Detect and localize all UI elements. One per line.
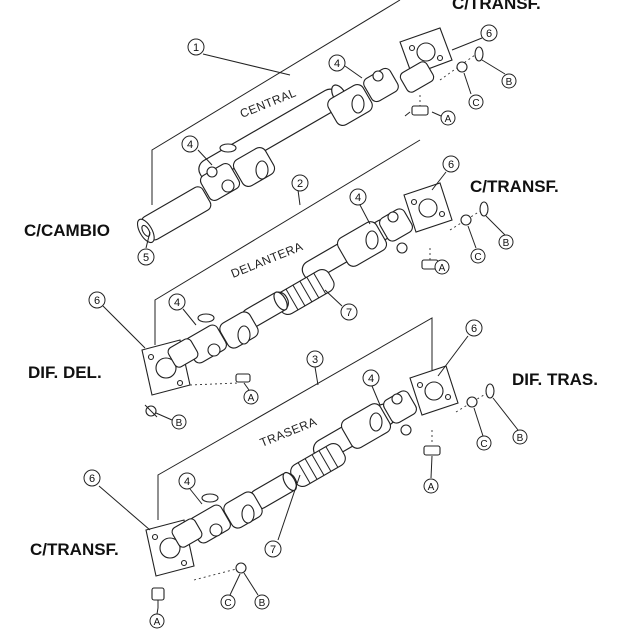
delantera-rear-universal-joint [336,208,413,267]
central-shaft-assembly: C/TRANSF. C/CAMBIO CENTRAL 1 4 4 6 5 [24,0,541,266]
callout-delantera-flange-rear: 6 [431,155,460,191]
trasera-shaft-name: TRASERA [258,414,319,450]
trasera-boot [290,442,346,488]
svg-text:4: 4 [174,297,180,309]
trasera-shaft-assembly: DIF. TRAS. C/TRANSF. TRASERA 3 4 4 6 6 [30,317,598,629]
delantera-front-flange [141,338,199,396]
trasera-bracket-line [157,317,433,520]
callout-trasera-shaft-number: 3 [306,350,324,368]
svg-text:A: A [248,393,255,404]
trasera-rear-flange [409,365,459,416]
svg-text:C: C [472,98,479,109]
svg-text:3: 3 [312,354,318,366]
svg-text:B: B [517,433,524,444]
delantera-shaft-assembly: C/TRANSF. DIF. DEL. DELANTERA 2 4 4 6 6 [28,139,559,430]
svg-text:A: A [428,482,435,493]
svg-text:4: 4 [184,476,190,488]
central-rear-universal-joint [327,67,399,126]
callout-delantera-uj-rear: 4 [349,188,371,225]
svg-text:7: 7 [270,544,276,556]
trasera-rear-universal-joint [340,390,417,449]
svg-text:4: 4 [355,192,361,204]
callout-central-flange: 6 [451,24,498,51]
trasera-hardware [151,383,495,608]
delantera-shaft-name: DELANTERA [229,239,305,281]
svg-text:6: 6 [448,159,454,171]
svg-text:6: 6 [89,473,95,485]
delantera-leader-line [297,189,301,206]
svg-text:C: C [224,598,231,609]
callout-delantera-uj-front: 4 [168,293,197,326]
trasera-front-flange [145,518,203,577]
callout-trasera-bolt-front: A [149,607,165,629]
callout-trasera-flange-rear: 6 [437,319,483,377]
delantera-bracket-line [154,139,421,345]
central-hardware [404,46,484,117]
callout-delantera-bolt-front: A [243,382,259,405]
trasera-front-end-label: C/TRANSF. [30,540,119,559]
svg-text:B: B [503,238,510,249]
svg-text:4: 4 [368,373,374,385]
delantera-front-end-label: DIF. DEL. [28,363,102,382]
callout-trasera-uj-front: 4 [178,472,203,505]
callout-delantera-washer-front: B [155,412,187,430]
callout-delantera-nut-rear: C [467,225,486,264]
delantera-boot [275,268,335,316]
callout-trasera-washer-rear: B [492,397,528,445]
central-front-end-label: C/CAMBIO [24,221,110,240]
svg-text:B: B [259,598,266,609]
central-flange-yoke [399,27,453,93]
svg-text:6: 6 [486,28,492,40]
callout-central-nut: C [463,72,484,110]
callout-trasera-boot: 7 [264,474,301,558]
svg-text:2: 2 [297,178,303,190]
svg-text:6: 6 [471,323,477,335]
svg-text:A: A [154,617,161,628]
svg-text:5: 5 [143,252,149,264]
svg-text:C: C [480,439,487,450]
svg-text:4: 4 [187,139,193,151]
central-bracket-line [151,0,401,205]
callout-central-bolt: A [431,110,456,126]
callout-trasera-bolt-rear: A [423,455,439,494]
callout-delantera-bolt-rear: A [434,259,450,275]
svg-text:4: 4 [334,58,340,70]
callout-delantera-flange-front: 6 [88,291,146,349]
callout-trasera-nut-rear: C [473,407,492,451]
svg-text:1: 1 [193,42,199,54]
delantera-rear-end-label: C/TRANSF. [470,177,559,196]
delantera-rear-flange [403,182,453,233]
trasera-leader-line [314,366,319,386]
callout-trasera-uj-rear: 4 [362,369,381,406]
delantera-hardware [144,201,489,418]
callout-central-washer: B [481,59,517,89]
svg-text:B: B [506,77,513,88]
callout-delantera-washer-rear: B [485,215,514,250]
callout-trasera-washer-front: B [243,572,270,610]
callout-delantera-shaft-number: 2 [291,174,309,192]
callout-central-uj-front: 4 [181,135,213,166]
callout-delantera-boot: 7 [324,289,358,321]
svg-text:C: C [474,252,481,263]
svg-text:B: B [176,418,183,429]
svg-text:A: A [439,263,446,274]
central-rear-end-label: C/TRANSF. [452,0,541,13]
callout-trasera-flange-front: 6 [83,469,151,531]
callout-trasera-nut-front: C [220,573,241,610]
svg-text:A: A [445,114,452,125]
central-slip-yoke [136,186,212,244]
callout-central-slip-yoke: 5 [137,231,155,266]
svg-text:7: 7 [346,307,352,319]
central-leader-line [202,53,291,76]
svg-text:6: 6 [94,295,100,307]
callout-central-shaft-number: 1 [187,38,205,56]
trasera-rear-end-label: DIF. TRAS. [512,370,598,389]
central-front-universal-joint [199,143,276,201]
callout-central-uj-rear: 4 [328,54,363,79]
delantera-slip-section [241,291,289,329]
